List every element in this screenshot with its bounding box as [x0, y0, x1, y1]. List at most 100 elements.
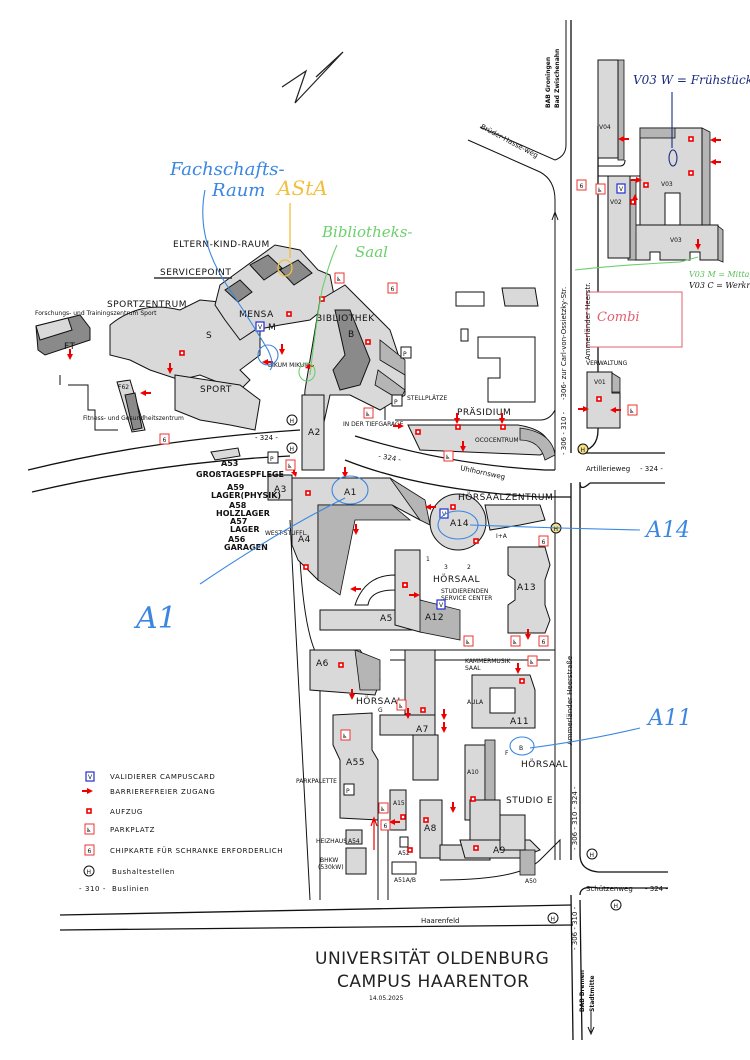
building-a52[interactable] [399, 836, 409, 848]
building-v01[interactable] [586, 371, 621, 429]
building-ft[interactable] [35, 314, 91, 356]
legend: V VALIDIERER CAMPUSCARD BARRIEREFREIER Z… [79, 771, 283, 893]
street-ammerlaender-north: Ammerländer Heerstr. [584, 282, 592, 360]
label-bhkw: BHKW [320, 857, 338, 864]
building-a7[interactable] [379, 649, 439, 781]
building-v03[interactable] [634, 127, 724, 263]
label-ia: I+A [496, 533, 508, 540]
elevator-icon [402, 582, 408, 588]
accessible-parking-icon: ♿ [396, 699, 407, 711]
legend-item: H Bushaltestellen [83, 865, 174, 877]
label-forschung: Forschungs- und Trainingszentrum Sport [35, 310, 157, 317]
building-a14[interactable] [429, 493, 546, 551]
label-a51: A51A/B [394, 877, 416, 884]
accessible-parking-icon: ♿ [285, 459, 296, 471]
building-a53[interactable] [210, 447, 241, 461]
legend-item: V VALIDIERER CAMPUSCARD [85, 771, 215, 782]
label-ft: FT [64, 342, 76, 352]
chipcard-barrier-icon: 6 [576, 179, 587, 191]
bus-line-324-schuetzenweg: - 324 - [645, 885, 668, 893]
legend-item: - 310 - Buslinien [79, 885, 149, 893]
accessible-parking-icon: ♿ [340, 729, 351, 741]
building-praesidium[interactable] [407, 424, 556, 461]
bus-stop-icon: H [586, 848, 598, 860]
label-v04: V04 [599, 124, 611, 131]
label-s: S [206, 331, 212, 341]
label-a1: A1 [344, 488, 357, 498]
building-f62[interactable] [116, 379, 146, 433]
building-sport[interactable] [109, 299, 261, 431]
legend-item: 6 CHIPKARTE FÜR SCHRANKE ERFORDERLICH [84, 844, 283, 856]
building-a54[interactable] [345, 829, 367, 875]
street-haarenfeld: Haarenfeld [421, 917, 459, 925]
direction-bab-bremen: BAB Bremen [579, 970, 586, 1012]
accessible-parking-markers: ♿ ♿ ♿ ♿ ♿ ♿ ♿ ♿ ♿ ♿ ♿ ♿ [285, 183, 638, 814]
label-hoersaal-g-letter: G [378, 707, 383, 714]
accessible-entrance-arrow-icon [499, 413, 505, 424]
svg-text:♿: ♿ [629, 408, 634, 415]
direction-arrow-north-icon [551, 210, 559, 240]
svg-text:6: 6 [391, 286, 395, 293]
elevator-icon [596, 396, 602, 402]
building-a12[interactable] [394, 549, 461, 641]
label-a5: A5 [380, 614, 393, 624]
label-hoersaal-b: B [519, 745, 523, 752]
label-a58-desc: HOLZLAGER [216, 509, 270, 518]
svg-text:♿: ♿ [529, 659, 534, 666]
combi-area[interactable] [586, 291, 683, 348]
accessible-entrance-arrow-icon [279, 344, 285, 355]
label-ococentrum: OCOCENTRUM [475, 437, 519, 444]
annotation-a14: A14 [644, 518, 690, 543]
building-a11[interactable] [471, 674, 536, 729]
building-a3[interactable] [267, 474, 293, 501]
building-a1[interactable] [291, 477, 431, 596]
handwritten-annotations: Fachschafts- Raum AStA Bibliotheks- Saal… [133, 73, 750, 756]
building-v04[interactable] [597, 59, 625, 161]
building-bibliothek[interactable] [301, 284, 406, 441]
elevator-icon [470, 796, 476, 802]
svg-text:♿: ♿ [380, 806, 385, 813]
bus-stop-icon: H [577, 443, 589, 455]
label-stellplaetze: STELLPLÄTZE [407, 395, 447, 402]
elevator-icon [407, 847, 413, 853]
accessible-entrance-arrow-icon [342, 467, 348, 478]
building-a2[interactable] [301, 394, 325, 471]
label-hoersaal-a14: HÖRSAAL [433, 574, 480, 585]
accessible-parking-icon: ♿ [595, 183, 606, 195]
elevator-icon [179, 350, 185, 356]
label-a57-desc: LAGER [230, 525, 259, 534]
label-a52: A52 [398, 850, 410, 857]
label-v02: V02 [610, 199, 622, 206]
building-a51[interactable] [391, 861, 417, 875]
accessible-entrance-arrow-icon [350, 586, 361, 592]
title-university: UNIVERSITÄT OLDENBURG [315, 948, 549, 969]
bus-stop-icon: H [610, 899, 622, 911]
svg-text:6: 6 [580, 183, 584, 190]
building-a15[interactable] [389, 789, 407, 831]
svg-text:P: P [270, 456, 274, 463]
svg-text:V: V [439, 602, 444, 609]
elevator-icon [423, 817, 429, 823]
building-a13[interactable] [507, 546, 551, 634]
accessible-entrance-arrow-icon [460, 441, 466, 452]
accessible-parking-icon: ♿ [363, 407, 374, 419]
label-a3: A3 [274, 485, 287, 495]
accessible-parking-icon: ♿ [378, 802, 389, 814]
bus-line-324-west: - 324 - [255, 434, 278, 442]
elevator-icon [365, 339, 371, 345]
chipcard-barrier-icon: 6 [159, 433, 170, 445]
accessible-entrance-arrow-icon [167, 363, 173, 374]
accessible-entrance-arrow-icon [82, 788, 93, 794]
label-m: M [268, 323, 276, 333]
label-mensa: MENSA [239, 310, 274, 320]
accessible-parking-icon: ♿ [627, 404, 638, 416]
building-a6[interactable] [309, 649, 381, 696]
bus-line-324-artillerieweg: - 324 - [640, 465, 663, 473]
svg-text:♿: ♿ [342, 733, 347, 740]
bus-line-306-310-south: - 306 - 310 - [571, 906, 579, 950]
building-mensa[interactable] [214, 244, 336, 341]
svg-text:VALIDIERER CAMPUSCARD: VALIDIERER CAMPUSCARD [110, 773, 215, 781]
building-a9[interactable] [459, 799, 541, 876]
label-a54: A54 [348, 838, 360, 845]
